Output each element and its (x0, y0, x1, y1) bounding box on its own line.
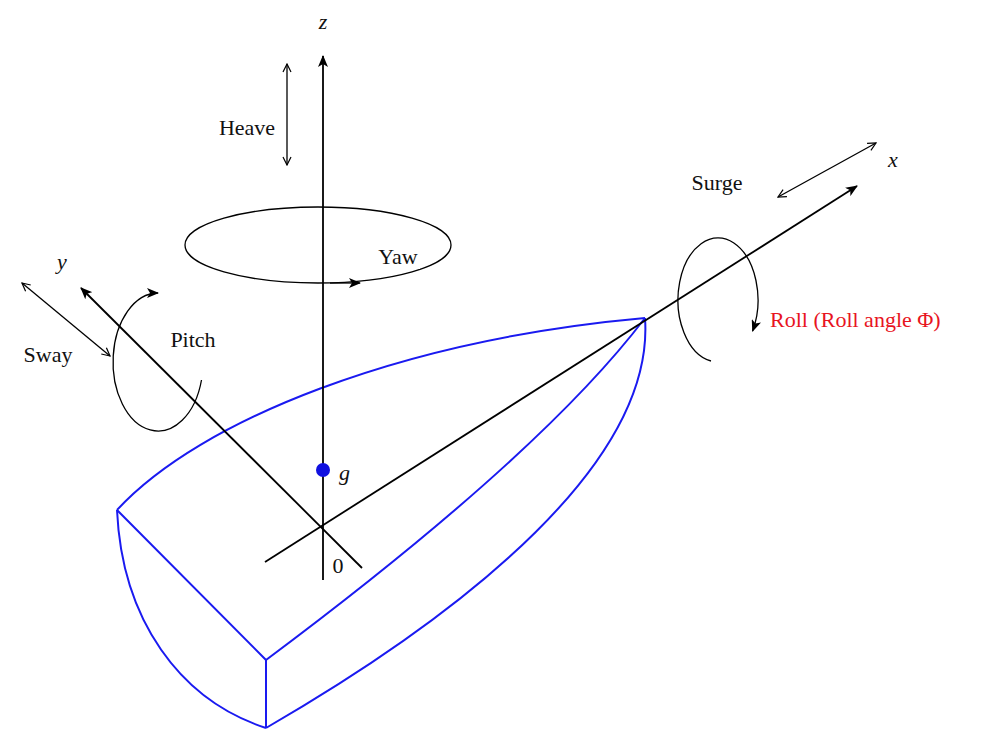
x-axis (265, 186, 857, 562)
hull-outline (117, 318, 645, 728)
axis-label: y (55, 250, 69, 274)
heave-arrow (286, 64, 287, 165)
z-axis (322, 56, 324, 580)
hull-transom (117, 510, 266, 728)
surge-arrow (778, 143, 876, 197)
motion-label: Yaw (376, 245, 419, 269)
y-axis (81, 288, 362, 568)
axes (81, 56, 857, 580)
pitch-loop (113, 293, 201, 431)
hull-deck-edge (117, 318, 645, 510)
roll-loop (678, 238, 758, 361)
motion-label: Roll (Roll angle Φ) (768, 308, 943, 332)
yaw-loop (185, 207, 451, 283)
axis-label: z (317, 10, 330, 34)
motion-arrows (22, 64, 876, 431)
motion-label: Heave (217, 116, 277, 140)
axis-label: x (886, 148, 900, 172)
motion-label: Pitch (168, 328, 217, 352)
center-of-gravity-dot (316, 463, 330, 477)
point-label: g (337, 461, 352, 485)
origin-label: 0 (331, 554, 346, 578)
yaw-arrowhead (330, 282, 360, 283)
motion-label: Sway (22, 343, 75, 367)
motion-label: Surge (690, 171, 745, 195)
hull-side (117, 510, 266, 728)
